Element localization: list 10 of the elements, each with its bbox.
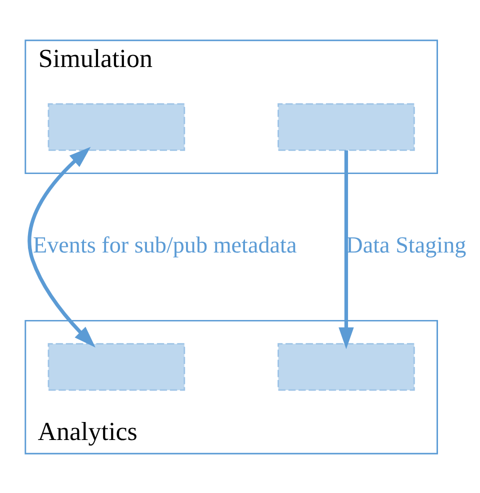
arrow [338,150,354,349]
arrow [28,146,96,348]
cluster: Analytics [24,319,438,454]
node-box [48,102,186,150]
edge-label: Data Staging [346,232,466,258]
edge-label: Events for sub/pub metadata [32,232,297,258]
node-box [48,342,186,390]
node-box [278,342,415,390]
node-box [278,102,415,150]
cluster: Simulation [24,39,438,174]
